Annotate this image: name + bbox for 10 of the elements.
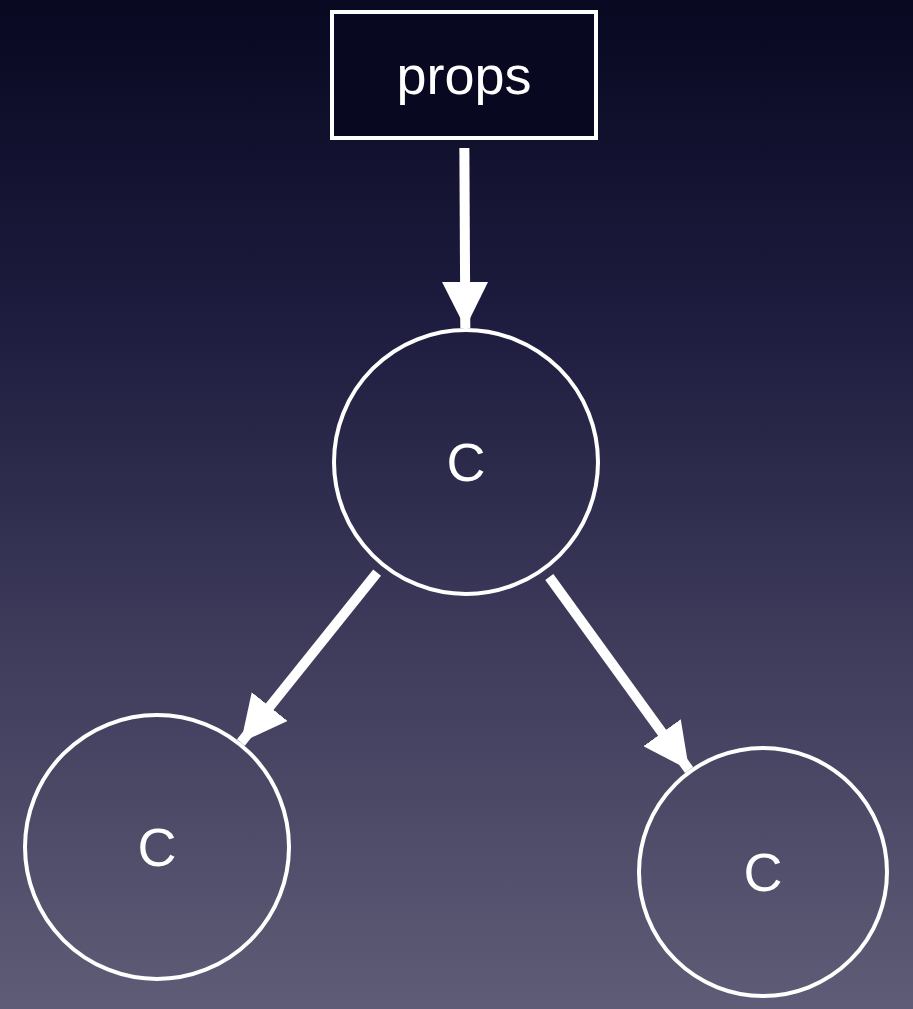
component-circle <box>637 746 889 998</box>
arrow <box>442 148 489 329</box>
node-label: C <box>137 820 177 874</box>
component-circle <box>332 328 600 596</box>
component-circle <box>23 713 291 981</box>
arrow <box>236 569 381 746</box>
props-box <box>330 10 598 140</box>
arrow <box>545 574 694 773</box>
node-label: C <box>446 435 486 489</box>
node-label: C <box>743 845 783 899</box>
